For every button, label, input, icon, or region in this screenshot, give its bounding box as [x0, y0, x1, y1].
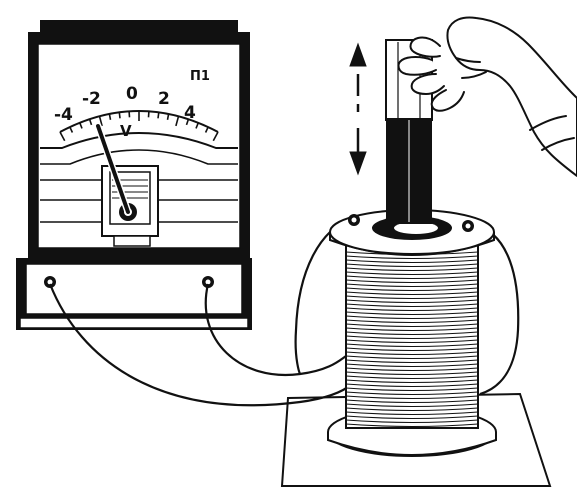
- coil-winding: [345, 283, 479, 288]
- scale-label-neg2: -2: [82, 89, 101, 109]
- coil-winding: [345, 367, 479, 372]
- coil-winding: [345, 311, 479, 316]
- coil-winding: [345, 259, 479, 264]
- coil-winding: [345, 403, 479, 408]
- model-mark: П1: [190, 69, 210, 84]
- coil-winding: [345, 423, 479, 428]
- coil-winding: [345, 395, 479, 400]
- scale-tick: [118, 112, 121, 119]
- coil-winding: [345, 399, 479, 404]
- scale-label-pos4: 4: [184, 103, 196, 123]
- coil-winding: [345, 303, 479, 308]
- scale-label-neg4: -4: [54, 105, 73, 125]
- coil-winding: [345, 339, 479, 344]
- hand: [397, 16, 577, 177]
- scale-tick: [88, 118, 93, 126]
- scale-tick: [157, 112, 160, 119]
- voltmeter: -4 -2 0 2 4 V П1: [16, 20, 252, 330]
- coil-winding: [345, 351, 479, 356]
- coil-winding: [345, 419, 479, 424]
- coil-winding: [345, 295, 479, 300]
- coil-winding: [345, 355, 479, 360]
- double-arrow-vertical-icon: [349, 42, 367, 176]
- coil-winding: [345, 267, 479, 272]
- coil-winding: [345, 411, 479, 416]
- terminal-left: [44, 276, 56, 288]
- coil-winding: [345, 383, 479, 388]
- coil-winding: [345, 335, 479, 340]
- scale-tick: [59, 131, 66, 142]
- terminal-right: [202, 276, 214, 288]
- coil-winding: [345, 271, 479, 276]
- bar-magnet: [385, 39, 433, 224]
- scale-tick: [212, 131, 219, 142]
- coil-winding: [345, 391, 479, 396]
- coil-winding: [345, 343, 479, 348]
- coil-winding: [345, 275, 479, 280]
- scale-label-pos2: 2: [158, 89, 170, 109]
- coil-winding: [345, 375, 479, 380]
- coil-winding: [345, 279, 479, 284]
- coil-winding: [345, 307, 479, 312]
- scale-tick: [69, 126, 74, 133]
- scale-tick: [204, 126, 209, 133]
- coil-winding: [345, 363, 479, 368]
- coil-winding: [345, 323, 479, 328]
- coil-winding: [345, 347, 479, 352]
- coil-winding: [345, 371, 479, 376]
- coil-winding: [345, 407, 479, 412]
- meter-scale: [59, 110, 219, 142]
- coil-winding: [345, 263, 479, 268]
- coil-winding: [345, 387, 479, 392]
- meter-needle: [94, 122, 132, 216]
- coil-winding: [345, 415, 479, 420]
- coil-winding: [345, 287, 479, 292]
- coil-winding: [345, 299, 479, 304]
- unit-label: V: [120, 122, 132, 140]
- scale-tick: [108, 113, 112, 120]
- coil-winding: [345, 379, 479, 384]
- coil-winding: [345, 315, 479, 320]
- coil-winding: [345, 327, 479, 332]
- coil-winding: [345, 359, 479, 364]
- coil-winding: [345, 319, 479, 324]
- coil-winding: [345, 255, 479, 260]
- scale-tick: [175, 116, 180, 127]
- meter-movement: [101, 165, 159, 247]
- scale-tick: [98, 116, 103, 127]
- coil-winding: [345, 331, 479, 336]
- scale-tick: [79, 122, 83, 129]
- scale-tick: [166, 113, 170, 120]
- scale-label-zero: 0: [126, 84, 138, 104]
- solenoid-coil: [327, 209, 497, 457]
- scale-tick: [185, 118, 190, 126]
- coil-winding: [345, 291, 479, 296]
- scale-tick: [195, 122, 200, 129]
